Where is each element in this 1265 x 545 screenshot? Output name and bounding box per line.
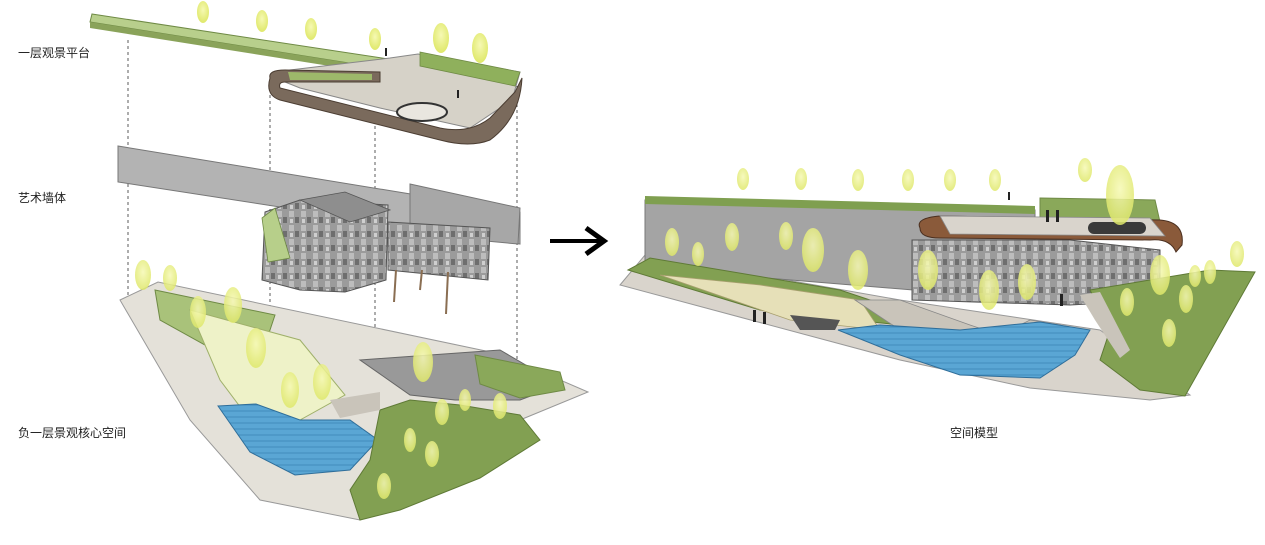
transition-arrow-icon: [550, 225, 609, 257]
label-core-space: 负一层景观核心空间: [18, 426, 127, 440]
core-space-layer: [119, 281, 590, 521]
art-wall-layer: [117, 145, 521, 315]
space-model: [619, 196, 1256, 401]
core-space-trees: [135, 260, 507, 499]
label-art-wall: 艺术墙体: [18, 191, 67, 205]
people-figures: [385, 48, 1063, 324]
observation-platform-layer: [89, 13, 523, 145]
label-space-model: 空间模型: [950, 426, 999, 440]
space-model-trees: [665, 158, 1244, 347]
platform-trees: [197, 1, 488, 63]
label-platform: 一层观景平台: [18, 46, 91, 60]
